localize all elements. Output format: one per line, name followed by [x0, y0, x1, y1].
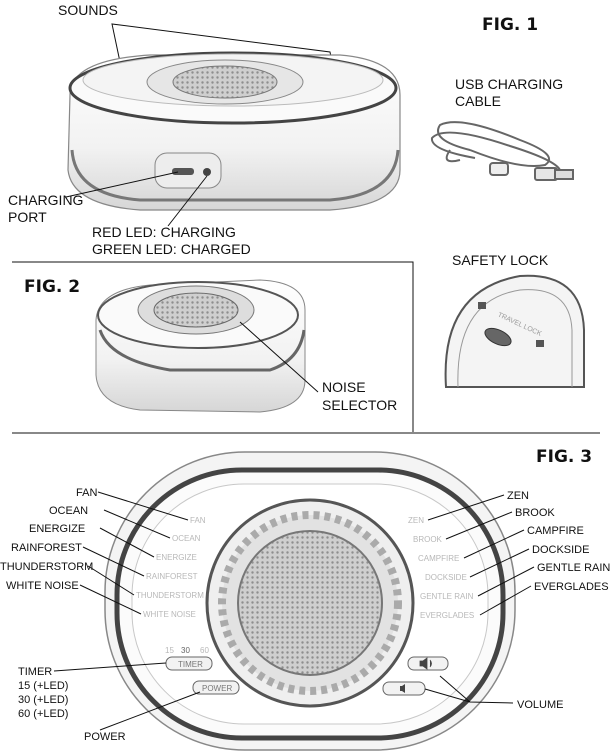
timer-button-label: TIMER — [178, 660, 203, 669]
callout-zen: ZEN — [507, 490, 529, 502]
callout-timer: TIMER — [18, 666, 52, 678]
callout-white-noise: WHITE NOISE — [6, 580, 79, 592]
fig3: FIG. 3 FAN OCEAN ENERGIZE RAINFOREST THU… — [0, 432, 610, 751]
device-sound-energize[interactable]: ENERGIZE — [156, 553, 197, 562]
device-sound-fan[interactable]: FAN — [190, 516, 206, 525]
timer-option-60: 60 (+LED) — [18, 708, 68, 720]
power-button[interactable] — [192, 680, 240, 695]
fig3-title: FIG. 3 — [536, 447, 592, 467]
fig2-frame — [12, 261, 414, 432]
leader-fan — [97, 491, 189, 521]
callout-ocean: OCEAN — [49, 505, 88, 517]
leader-white-noise — [79, 584, 142, 615]
device-sound-thunderstorm[interactable]: THUNDERSTORM — [136, 591, 204, 600]
speaker-loud-icon — [419, 657, 432, 670]
leader-ocean — [103, 509, 171, 539]
fig3-device — [104, 451, 516, 751]
leader-power — [99, 691, 201, 731]
green-led-label: GREEN LED: CHARGED — [92, 241, 251, 257]
volume-up-button[interactable] — [407, 656, 449, 671]
device-sound-everglades[interactable]: EVERGLADES — [420, 611, 474, 620]
leader-zen — [427, 494, 505, 521]
leader-thunderstorm — [87, 565, 135, 596]
charging-port-leader — [65, 171, 179, 198]
safety-lock-closeup: TRAVEL LOCK — [444, 274, 585, 388]
safety-lock-label: SAFETY LOCK — [452, 252, 549, 268]
device-sound-gentle-rain[interactable]: GENTLE RAIN — [420, 592, 474, 601]
leader-timer — [53, 662, 167, 672]
device-sound-zen[interactable]: ZEN — [408, 516, 424, 525]
callout-campfire: CAMPFIRE — [527, 525, 584, 537]
noise-selector-label-1: NOISE — [322, 379, 366, 395]
power-button-label: POWER — [202, 684, 232, 693]
fig1-speaker-grill — [172, 65, 278, 99]
usb-cable-label-2: CABLE — [455, 93, 501, 109]
fig1-title: FIG. 1 — [482, 15, 538, 35]
usb-cable-icon — [430, 121, 574, 181]
sounds-label: SOUNDS — [58, 2, 118, 18]
charging-port-label-1: CHARGING — [8, 192, 83, 208]
noise-selector-label-2: SELECTOR — [322, 397, 397, 413]
device-timer-15: 15 — [165, 646, 174, 655]
callout-dockside: DOCKSIDE — [532, 544, 589, 556]
callout-volume: VOLUME — [517, 699, 563, 711]
unlock-icon — [478, 302, 486, 309]
callout-energize: ENERGIZE — [29, 523, 85, 535]
red-led-label: RED LED: CHARGING — [92, 224, 236, 240]
usb-cable-label-1: USB CHARGING — [455, 76, 563, 92]
callout-rainforest: RAINFOREST — [11, 542, 82, 554]
led-indicator — [203, 168, 211, 176]
noise-selector-leader — [239, 321, 319, 393]
callout-brook: BROOK — [515, 507, 555, 519]
fig1: FIG. 1 SOUNDS CHARGING PORT RED LED: CHA… — [8, 2, 574, 257]
leader-campfire — [463, 529, 525, 559]
device-sound-rainforest[interactable]: RAINFOREST — [146, 572, 198, 581]
charging-port-label-2: PORT — [8, 209, 47, 225]
fig2: FIG. 2 NOISE SELECTOR SAFETY LOCK TRAVEL… — [12, 252, 585, 432]
timer-option-30: 30 (+LED) — [18, 694, 68, 706]
callout-power: POWER — [84, 731, 126, 743]
timer-option-15: 15 (+LED) — [18, 680, 68, 692]
fig2-title: FIG. 2 — [24, 277, 80, 297]
leader-gentle-rain — [477, 566, 535, 597]
leader-volume-down — [424, 688, 471, 703]
charging-port — [172, 168, 194, 175]
fig1-device — [67, 51, 401, 211]
leader-brook — [445, 511, 513, 540]
callout-gentle-rain: GENTLE RAIN — [537, 562, 610, 574]
speaker-soft-icon — [400, 684, 405, 693]
device-timer-60: 60 — [200, 646, 209, 655]
device-timer-30: 30 — [181, 646, 190, 655]
fig3-speaker-grill — [237, 530, 383, 676]
device-sound-ocean[interactable]: OCEAN — [172, 534, 201, 543]
safety-lock-slider[interactable] — [482, 325, 513, 350]
lock-icon — [536, 340, 544, 347]
callout-thunderstorm: THUNDERSTORM — [0, 561, 93, 573]
callout-everglades: EVERGLADES — [534, 581, 609, 593]
device-sound-white-noise[interactable]: WHITE NOISE — [143, 610, 196, 619]
leader-energize — [99, 527, 155, 558]
device-sound-dockside[interactable]: DOCKSIDE — [425, 573, 467, 582]
leader-rainforest — [82, 546, 145, 577]
fig2-device — [95, 279, 306, 413]
device-sound-campfire[interactable]: CAMPFIRE — [418, 554, 459, 563]
callout-fan: FAN — [76, 487, 97, 499]
leader-dockside — [469, 548, 530, 578]
device-sound-brook[interactable]: BROOK — [413, 535, 443, 544]
leader-everglades — [479, 585, 532, 616]
led-leader — [167, 175, 208, 227]
